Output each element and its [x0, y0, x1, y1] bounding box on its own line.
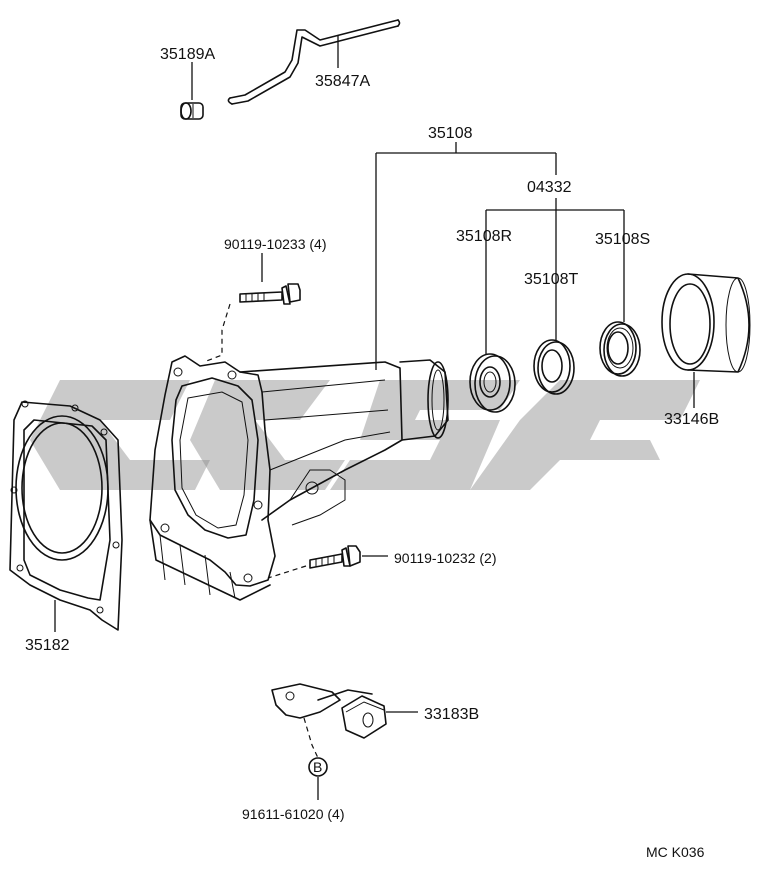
label-35182: 35182 [25, 637, 70, 654]
extension-housing [149, 355, 449, 601]
label-35189A: 35189A [160, 46, 215, 63]
bushing-35108S [599, 321, 641, 377]
label-35847A: 35847A [315, 73, 370, 90]
diagram-code: MC K036 [646, 844, 705, 860]
ring-35108T [533, 339, 575, 395]
label-33146B: 33146B [664, 411, 719, 428]
label-04332: 04332 [527, 179, 572, 196]
svg-text:B: B [313, 759, 322, 775]
leader-lines-35108 [375, 142, 625, 370]
bolt-90119-10233 [239, 283, 301, 305]
oil-seal-35108R [469, 353, 516, 413]
label-90119-10233: 90119-10233 (4) [224, 236, 326, 252]
dust-cover-33146B [661, 273, 751, 373]
plug-35189A [180, 102, 204, 120]
bolt-90119-10232 [309, 545, 361, 569]
label-35108: 35108 [428, 125, 473, 142]
label-35108R: 35108R [456, 228, 512, 245]
label-35108T: 35108T [524, 271, 578, 288]
breather-hose-35847A [227, 19, 401, 105]
speed-sensor-33183B [271, 683, 387, 739]
watermark-logo [30, 380, 700, 490]
label-33183B: 33183B [424, 706, 479, 723]
label-35108S: 35108S [595, 231, 650, 248]
label-91611-61020: 91611-61020 (4) [242, 806, 344, 822]
gasket-35182 [9, 400, 123, 631]
label-90119-10232: 90119-10232 (2) [394, 550, 496, 566]
callout-b: B [308, 757, 328, 777]
